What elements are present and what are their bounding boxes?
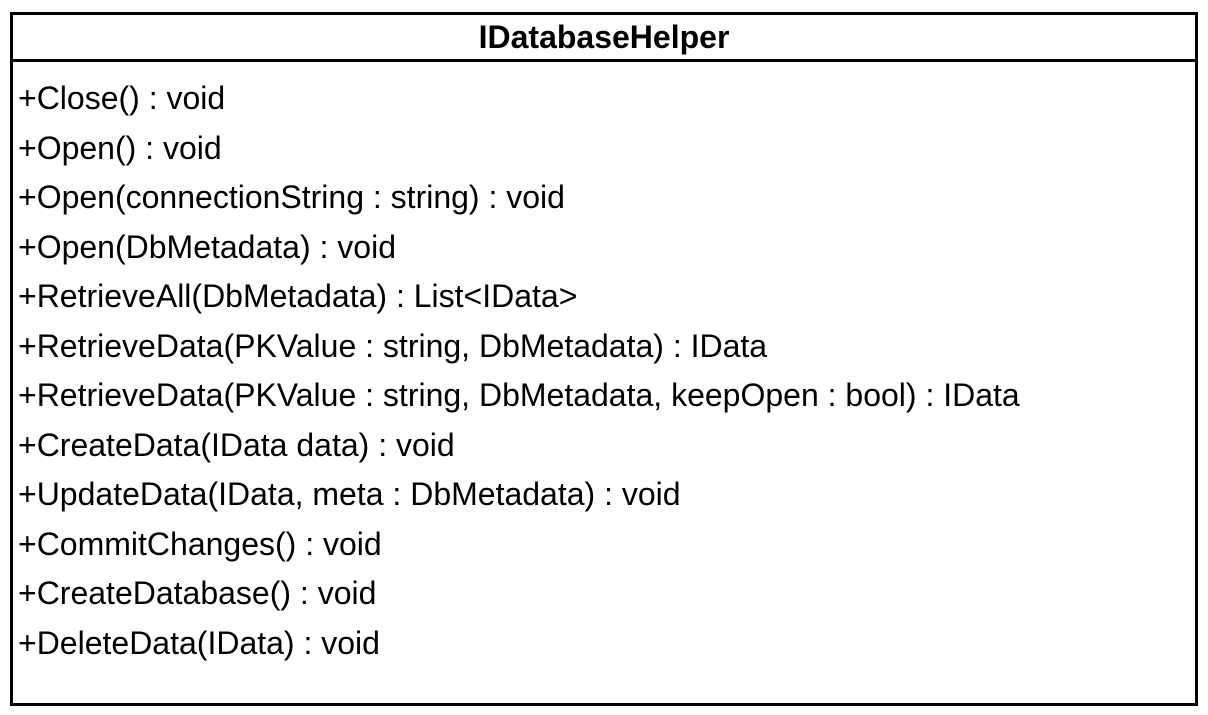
operations-compartment: +Close() : void +Open() : void +Open(con… (13, 62, 1195, 668)
operation-retrieve-all: +RetrieveAll(DbMetadata) : List<IData> (18, 278, 578, 314)
operation-retrieve-data: +RetrieveData(PKValue : string, DbMetada… (18, 327, 768, 364)
class-name: IDatabaseHelper (478, 19, 730, 55)
operation-commit-changes: +CommitChanges() : void (18, 525, 382, 562)
operation-update-data: +UpdateData(IData, meta : DbMetadata) : … (18, 476, 681, 512)
operation-open-db-metadata: +Open(DbMetadata) : void (18, 228, 396, 265)
operation-create-data: +CreateData(IData data) : void (18, 426, 455, 463)
operation-close: +Close() : void (18, 80, 226, 116)
operation-open: +Open() : void (18, 129, 222, 166)
operation-create-database: +CreateDatabase() : void (18, 575, 377, 611)
operation-retrieve-data-keep-open: +RetrieveData(PKValue : string, DbMetada… (18, 377, 1020, 413)
class-header: IDatabaseHelper (13, 15, 1195, 62)
operation-delete-data: +DeleteData(IData) : void (18, 624, 380, 661)
operation-open-connection-string: +Open(connectionString : string) : void (18, 179, 565, 215)
uml-class-box: IDatabaseHelper +Close() : void +Open() … (10, 12, 1198, 706)
